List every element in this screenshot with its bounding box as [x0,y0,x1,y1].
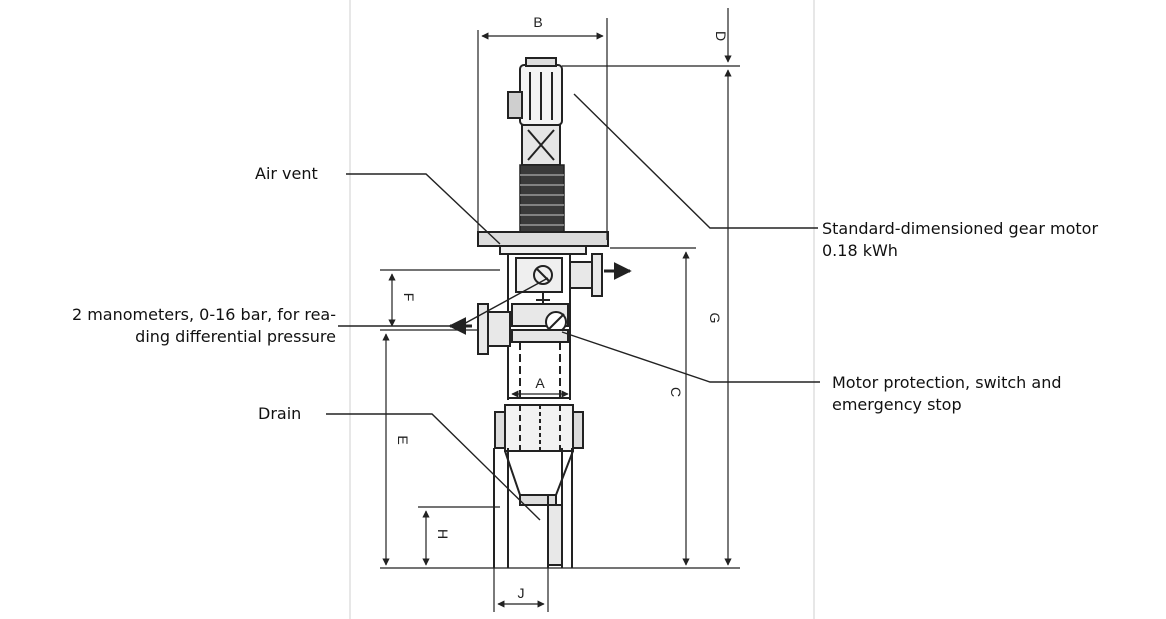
label-motor-protection-line1: Motor protection, switch and [832,373,1062,392]
dim-label-h: H [435,529,451,539]
label-manometers: 2 manometers, 0-16 bar, for rea- ding di… [72,304,336,348]
top-flange [477,231,609,255]
label-manometers-line1: 2 manometers, 0-16 bar, for rea- [71,305,336,324]
dim-label-d: D [713,31,729,41]
gear-motor-shape [507,57,563,166]
label-motor-protection-line2: emergency stop [832,395,962,414]
label-gear-motor-line2: 0.18 kWh [822,241,898,260]
label-motor-protection: Motor protection, switch and emergency s… [832,372,1062,416]
outlet-flange [569,253,632,297]
dim-label-c: C [668,387,684,397]
dim-label-f: F [401,293,417,302]
drawing-frame [349,0,815,619]
gearbox-shape [519,164,565,234]
label-gear-motor-line1: Standard-dimensioned gear motor [822,219,1099,238]
dim-label-e: E [395,435,411,444]
label-air-vent-text: Air vent [255,164,318,183]
dimension-lines [380,8,740,612]
dim-label-a: A [535,375,545,391]
lower-filter-section [380,404,740,569]
label-manometers-line2: ding differential pressure [135,327,336,346]
dim-label-b: B [533,14,542,30]
dim-label-g: G [707,313,723,324]
label-drain-text: Drain [258,404,302,423]
callout-leaders [326,93,820,521]
filter-vessel [507,254,571,400]
inlet-flange [448,303,511,355]
label-drain: Drain [258,403,301,425]
label-gear-motor: Standard-dimensioned gear motor 0.18 kWh [822,218,1098,262]
dim-label-j: J [518,585,525,601]
label-air-vent: Air vent [255,163,318,185]
